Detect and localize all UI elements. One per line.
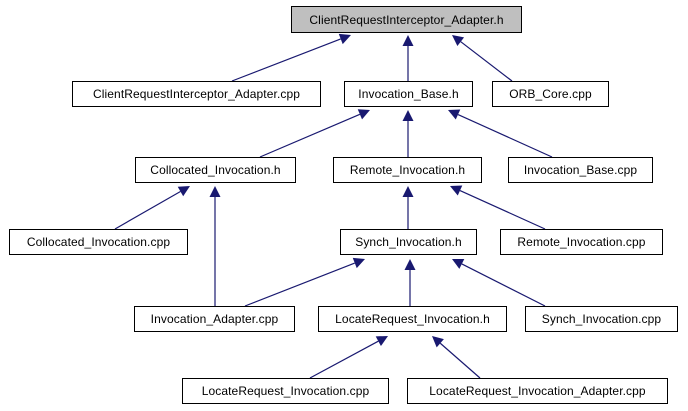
- graph-node[interactable]: Collocated_Invocation.h: [135, 157, 296, 183]
- graph-node-label: Remote_Invocation.cpp: [517, 235, 646, 249]
- graph-node-label: ClientRequestInterceptor_Adapter.h: [309, 12, 504, 27]
- graph-edge-arrowhead-icon: [402, 35, 414, 46]
- graph-edge-arrowhead-icon: [404, 259, 416, 270]
- graph-edge-arrowhead-icon: [375, 336, 388, 347]
- graph-node[interactable]: Synch_Invocation.h: [340, 229, 477, 255]
- graph-edge-arrowhead-icon: [357, 109, 370, 120]
- graph-edge-line: [461, 263, 546, 307]
- graph-node-label: LocateRequest_Invocation_Adapter.cpp: [429, 384, 646, 398]
- graph-node[interactable]: Synch_Invocation.cpp: [525, 306, 678, 332]
- graph-edge-line: [460, 41, 513, 82]
- graph-node-label: Collocated_Invocation.h: [150, 163, 281, 177]
- graph-node[interactable]: Invocation_Base.cpp: [508, 157, 653, 183]
- graph-edge: [404, 259, 416, 306]
- graph-edge: [452, 35, 513, 82]
- graph-node-label: LocateRequest_Invocation.cpp: [201, 384, 370, 398]
- graph-edge-arrowhead-icon: [432, 336, 444, 348]
- graph-edge-arrowhead-icon: [402, 110, 414, 121]
- graph-edge: [432, 336, 481, 379]
- graph-edge: [114, 186, 190, 230]
- graph-edge-line: [231, 38, 341, 82]
- graph-edge: [448, 109, 553, 158]
- graph-edge: [402, 186, 414, 229]
- graph-edge-arrowhead-icon: [402, 186, 414, 197]
- graph-node[interactable]: Collocated_Invocation.cpp: [9, 229, 188, 255]
- graph-edge-line: [439, 342, 481, 379]
- graph-edge: [402, 35, 414, 81]
- graph-edge-line: [259, 113, 361, 158]
- graph-node[interactable]: Invocation_Adapter.cpp: [134, 306, 295, 332]
- graph-node[interactable]: LocateRequest_Invocation.cpp: [182, 378, 389, 404]
- graph-node-label: Invocation_Base.h: [358, 87, 459, 101]
- graph-edge-arrowhead-icon: [338, 33, 351, 45]
- graph-node-label: Invocation_Base.cpp: [523, 163, 638, 177]
- graph-edge-arrowhead-icon: [352, 257, 365, 269]
- graph-edge: [231, 33, 351, 82]
- graph-edge: [259, 109, 370, 158]
- graph-edge-arrowhead-icon: [452, 35, 465, 47]
- graph-edge-line: [459, 189, 546, 230]
- graph-node[interactable]: ClientRequestInterceptor_Adapter.cpp: [72, 81, 321, 107]
- graph-node-label: ORB_Core.cpp: [509, 87, 592, 101]
- graph-node-label: Remote_Invocation.h: [349, 163, 466, 177]
- graph-edge-arrowhead-icon: [177, 186, 190, 197]
- graph-node[interactable]: Remote_Invocation.cpp: [500, 229, 663, 255]
- graph-edge: [309, 336, 388, 379]
- graph-node-label: Synch_Invocation.cpp: [541, 312, 662, 326]
- graph-node-label: LocateRequest_Invocation.h: [335, 312, 490, 326]
- graph-node-label: Synch_Invocation.h: [355, 235, 462, 249]
- graph-edge: [402, 110, 414, 157]
- graph-node[interactable]: ClientRequestInterceptor_Adapter.h: [291, 6, 522, 33]
- graph-edge-line: [244, 262, 355, 307]
- graph-edge-arrowhead-icon: [450, 185, 463, 196]
- graph-edge-arrowhead-icon: [452, 259, 465, 269]
- graph-node-label: Collocated_Invocation.cpp: [26, 235, 171, 249]
- graph-edge: [450, 185, 546, 230]
- graph-node-label: Invocation_Adapter.cpp: [150, 312, 279, 326]
- graph-edge-line: [114, 190, 181, 230]
- graph-node[interactable]: LocateRequest_Invocation.h: [318, 306, 507, 332]
- graph-node[interactable]: Invocation_Base.h: [344, 81, 473, 107]
- graph-node[interactable]: ORB_Core.cpp: [492, 81, 609, 107]
- graph-edge-line: [309, 340, 379, 379]
- graph-node-label: ClientRequestInterceptor_Adapter.cpp: [92, 87, 301, 101]
- graph-node[interactable]: LocateRequest_Invocation_Adapter.cpp: [407, 378, 668, 404]
- graph-edge: [452, 259, 546, 307]
- graph-node[interactable]: Remote_Invocation.h: [333, 157, 482, 183]
- graph-edge: [244, 257, 365, 307]
- graph-edge-line: [457, 113, 553, 158]
- graph-edge-arrowhead-icon: [209, 186, 221, 197]
- graph-edge-arrowhead-icon: [448, 109, 461, 120]
- graph-edge: [209, 186, 221, 306]
